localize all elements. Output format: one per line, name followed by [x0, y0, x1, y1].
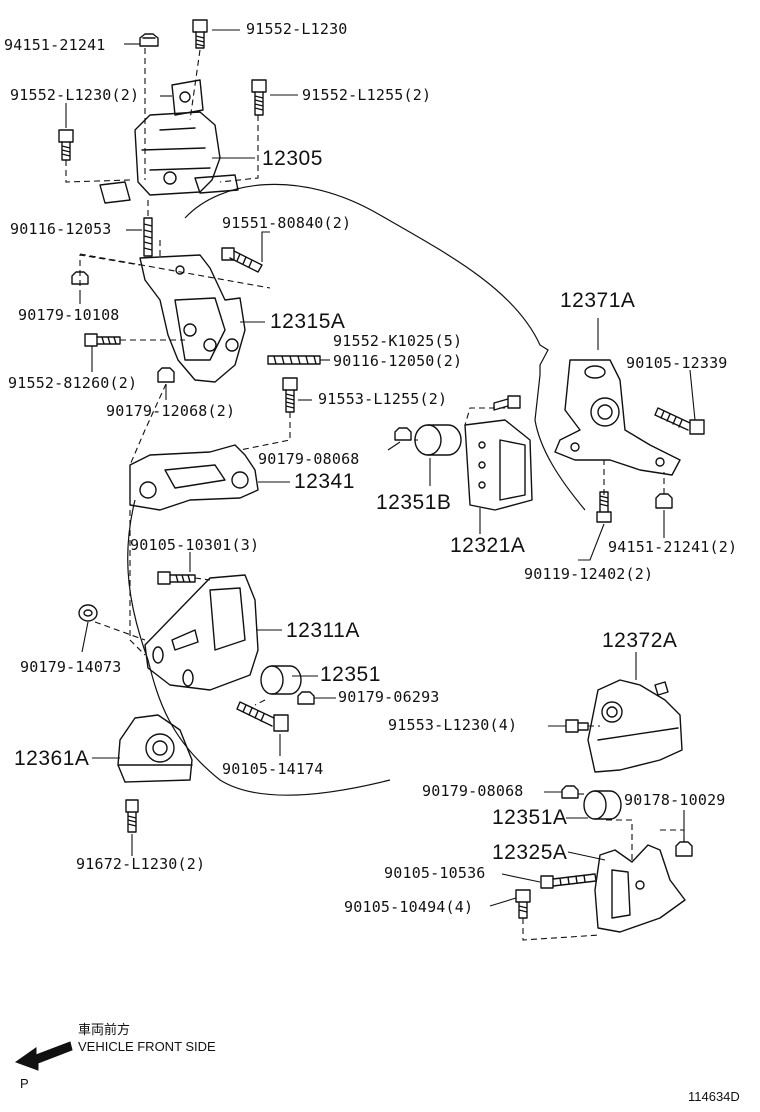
nut-90179-10108 [71, 271, 89, 285]
bolt-91552-L1255 [251, 79, 267, 116]
bolt-91553-L1255 [282, 377, 298, 413]
part-label-12315A: 12315A [270, 310, 346, 333]
part-label-91552-L1230: 91552-L1230 [246, 20, 348, 38]
dashed-guide-lines [65, 48, 685, 941]
part-label-90105-14174: 90105-14174 [222, 760, 324, 778]
part-label-12341: 12341 [294, 470, 355, 493]
nut-94151-21241-right [655, 493, 673, 509]
part-label-90116-12053: 90116-12053 [10, 220, 112, 238]
part-label-94151-21241-2: 94151-21241(2) [608, 538, 738, 556]
bolt-91552-L1230-left [58, 129, 74, 161]
bracket-12315A [139, 254, 246, 383]
bolt-90105-14174 [236, 701, 289, 732]
part-label-12371A: 12371A [560, 289, 636, 312]
arrow-left-icon [14, 1041, 73, 1071]
part-label-90179-14073: 90179-14073 [20, 658, 122, 676]
engine-outline [127, 183, 586, 796]
legend-vehicle-front-side: VEHICLE FRONT SIDE [78, 1039, 216, 1054]
part-label-94151-21241: 94151-21241 [4, 36, 106, 54]
bolt-90105-10536 [540, 873, 597, 889]
part-label-12311A: 12311A [286, 619, 360, 642]
part-label-90179-12068: 90179-12068(2) [106, 402, 236, 420]
part-label-12351A: 12351A [492, 806, 568, 829]
nut-94151-21241-top [139, 33, 159, 47]
part-label-91552-L1255: 91552-L1255(2) [302, 86, 432, 104]
bolt-91553-L1230 [565, 719, 589, 733]
nut-90179-08068-lower [561, 785, 579, 799]
bracket-12311A [144, 574, 259, 691]
part-label-90105-10494: 90105-10494(4) [344, 898, 474, 916]
part-label-90119-12402: 90119-12402(2) [524, 565, 654, 583]
nut-90179-08068-upper [394, 427, 412, 441]
bushing-12351A [583, 790, 622, 820]
part-label-90105-10536: 90105-10536 [384, 864, 486, 882]
part-label-12351B: 12351B [376, 491, 452, 514]
part-label-12305: 12305 [262, 147, 323, 170]
legend-japanese: 車両前方 [78, 1022, 131, 1037]
engine-mount-12305 [99, 79, 239, 204]
bolt-91552-L1230-top [192, 19, 208, 49]
mount-12371A [554, 359, 681, 476]
part-label-90178-10029: 90178-10029 [624, 791, 726, 809]
bracket-12341 [129, 444, 259, 511]
nut-90179-14073 [78, 604, 98, 622]
bolt-91552-K1025 [493, 395, 521, 411]
part-label-90116-12050: 90116-12050(2) [333, 352, 463, 370]
bolt-91672-L1230 [125, 799, 139, 833]
bolt-91552-81260 [84, 333, 121, 347]
part-label-12321A: 12321A [450, 534, 526, 557]
part-label-12325A: 12325A [492, 841, 568, 864]
bracket-12321A [464, 419, 533, 511]
mount-12372A [587, 679, 683, 773]
nut-90179-06293 [297, 691, 315, 705]
bushing-12351B [414, 424, 462, 456]
bolt-90119-12402 [596, 491, 612, 523]
part-label-12361A: 12361A [14, 747, 90, 770]
part-label-91551-80840: 91551-80840(2) [222, 214, 352, 232]
part-label-91552-81260: 91552-81260(2) [8, 374, 138, 392]
bolt-90105-12339 [654, 407, 705, 435]
part-label-91553-L1230: 91553-L1230(4) [388, 716, 518, 734]
bolt-90105-10494 [515, 889, 531, 919]
p-mark: P [20, 1076, 29, 1091]
part-label-90179-10108: 90179-10108 [18, 306, 120, 324]
stud-90116-12053 [143, 217, 153, 257]
part-label-90105-12339: 90105-12339 [626, 354, 728, 372]
bracket-12325A [594, 844, 686, 933]
part-label-12372A: 12372A [602, 629, 678, 652]
bolt-90105-10301 [157, 571, 196, 585]
part-label-90179-08068-upper: 90179-08068 [258, 450, 360, 468]
stud-90116-12050 [267, 355, 321, 365]
bushing-12351 [260, 665, 302, 695]
part-label-91553-L1255: 91553-L1255(2) [318, 390, 448, 408]
mount-12361A [117, 714, 193, 783]
nut-90179-12068 [157, 367, 175, 383]
nut-90178-10029 [675, 841, 693, 857]
part-label-12351: 12351 [320, 663, 381, 686]
bolt-91551-80840 [221, 247, 263, 273]
part-label-90179-06293: 90179-06293 [338, 688, 440, 706]
leader-lines [65, 29, 696, 907]
figure-number: 114634D [688, 1089, 740, 1104]
part-label-90105-10301: 90105-10301(3) [130, 536, 260, 554]
part-label-90179-08068-lower: 90179-08068 [422, 782, 524, 800]
part-label-91552-L1230-2: 91552-L1230(2) [10, 86, 140, 104]
part-label-91552-K1025: 91552-K1025(5) [333, 332, 463, 350]
part-label-91672-L1230: 91672-L1230(2) [76, 855, 206, 873]
